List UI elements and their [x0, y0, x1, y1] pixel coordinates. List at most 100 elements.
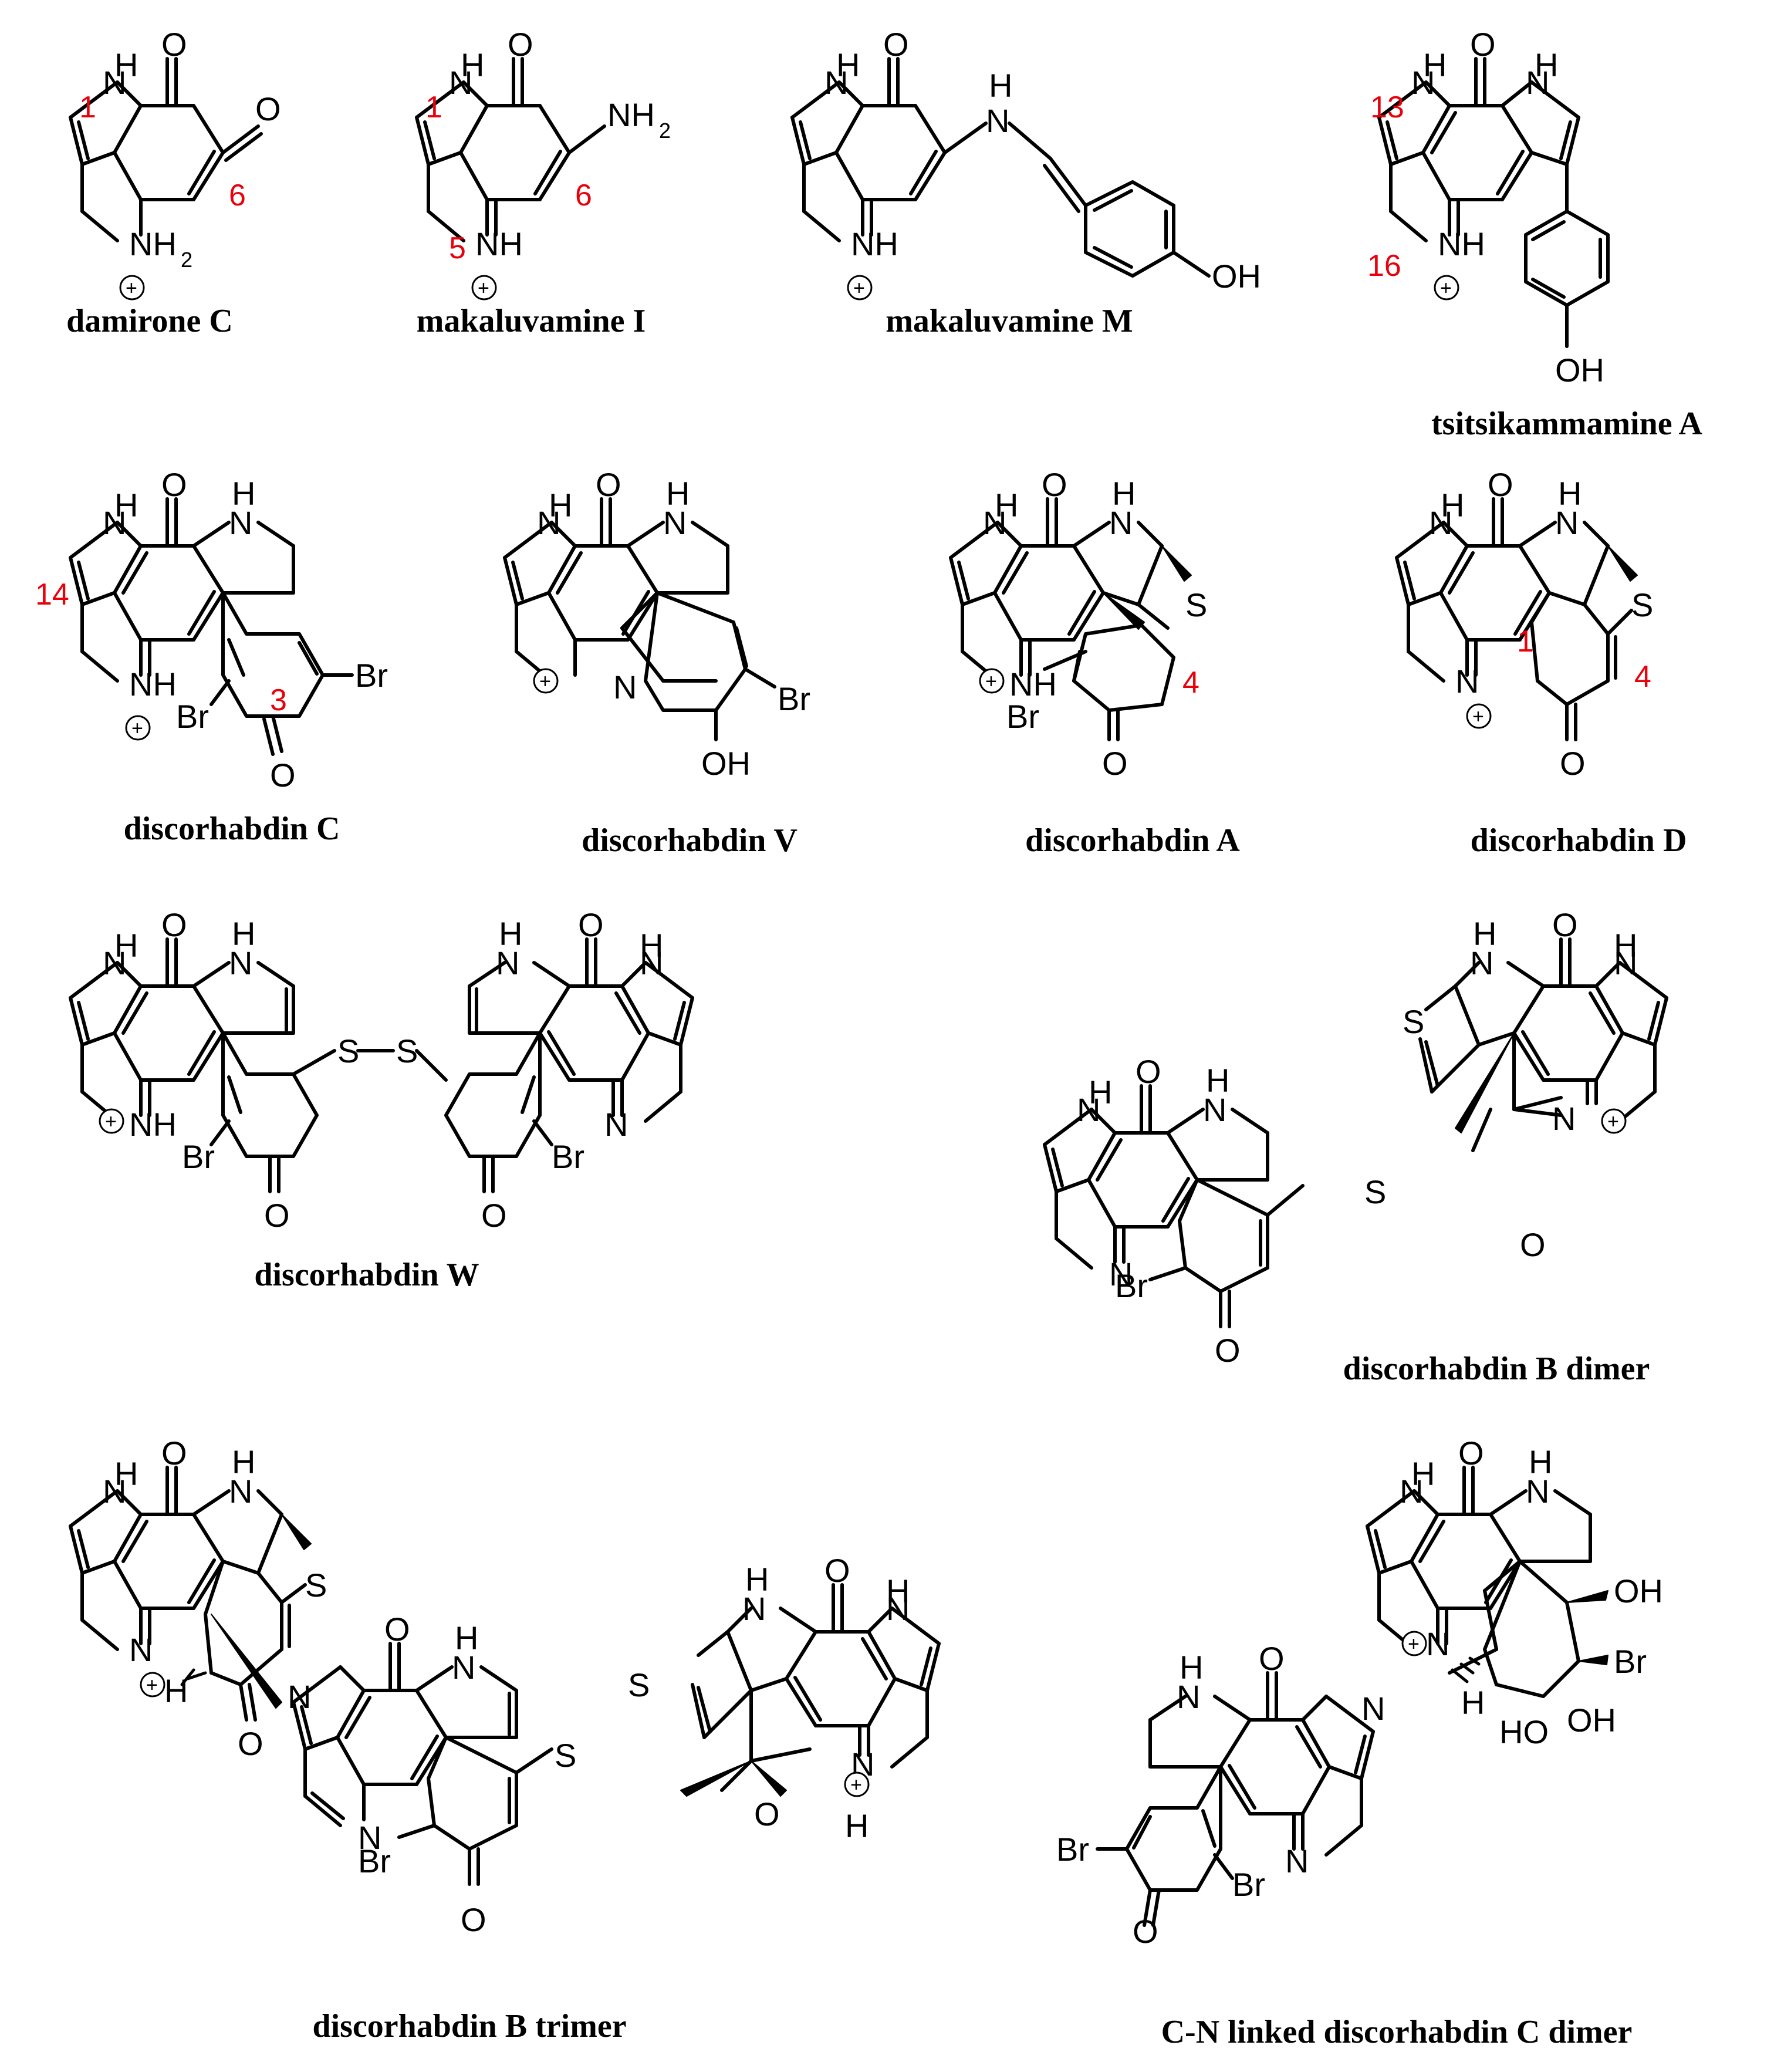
atom-n: N: [229, 944, 252, 981]
atom-n: N: [229, 504, 252, 541]
charge-plus: +: [539, 670, 551, 693]
compound-name: damirone C: [66, 303, 233, 339]
locant-number: 13: [1370, 90, 1404, 124]
structure-c-n-linked-discorhabdin-c-dimer: O H N H N OH Br HO OH N + H O H N N N Br…: [1056, 1435, 1663, 1950]
atom-nh: H: [1112, 475, 1136, 512]
atom-n: N: [1526, 1473, 1549, 1510]
compound-name: discorhabdin B trimer: [312, 2008, 627, 2044]
structure-discorhabdin-b-dimer: O H N H N S N + O S O H N H N N Br O: [1043, 906, 1668, 1369]
atom-n: N: [886, 1590, 910, 1627]
atom-o: O: [754, 1796, 780, 1833]
compound-name: discorhabdin V: [582, 822, 797, 859]
atom-nh: H: [1558, 475, 1582, 512]
charge-plus: +: [131, 717, 143, 740]
atom-o: O: [1133, 1913, 1158, 1950]
compound-name: discorhabdin D: [1470, 822, 1687, 859]
charge-plus: +: [850, 1774, 862, 1796]
locant-number: 6: [229, 178, 246, 212]
atom-oh: OH: [701, 745, 751, 782]
atom-br: Br: [552, 1138, 584, 1175]
atom-n: N: [1526, 64, 1549, 101]
atom-n: N: [1429, 504, 1452, 541]
atom-o: O: [238, 1725, 263, 1762]
atom-nh: NH: [1009, 666, 1057, 703]
locant-number: 1: [1517, 625, 1534, 659]
atom-n: N: [449, 64, 472, 101]
atom-o: O: [161, 1435, 187, 1472]
atom-n: N: [986, 102, 1009, 139]
structure-tsitsikammamine-a: O H N H N NH + OH 13 16: [1367, 26, 1610, 389]
structure-discorhabdin-b-trimer: O H N H N S N + H O O N H N N Br O S O H…: [69, 1435, 941, 1938]
atom-br: Br: [1056, 1831, 1089, 1868]
atom-n: N: [537, 504, 560, 541]
atom-o: O: [824, 1552, 850, 1589]
locant-number: 1: [425, 90, 442, 124]
atom-n: N: [604, 1106, 628, 1143]
atom-n: N: [103, 504, 126, 541]
atom-s: S: [1185, 586, 1207, 623]
atom-nh: H: [1423, 46, 1447, 83]
atom-nh: H: [549, 487, 572, 524]
atom-o: O: [883, 26, 909, 63]
atom-br: Br: [358, 1842, 391, 1879]
atom-br: Br: [355, 657, 388, 694]
atom-nh: H: [1089, 1074, 1112, 1111]
atom-h: H: [164, 1672, 188, 1709]
atom-n: N: [1203, 1091, 1226, 1128]
atom-n: N: [496, 944, 519, 981]
atom-n: N: [983, 504, 1006, 541]
atom-n: N: [1411, 64, 1435, 101]
atom-n: N: [358, 1819, 381, 1856]
atom-o: O: [255, 90, 281, 127]
atom-nh: H: [232, 915, 255, 952]
atom-s: S: [1403, 1003, 1424, 1040]
charge-plus: +: [126, 277, 137, 299]
atom-n: N: [1470, 944, 1493, 981]
compound-name: makaluvamine I: [416, 303, 646, 339]
structure-discorhabdin-v: O H N H N N + Br OH: [503, 466, 810, 782]
atom-n: N: [1455, 663, 1479, 700]
atom-o: O: [384, 1611, 410, 1648]
structure-makaluvamine-i: O NH 2 H N NH + 1 5 6: [415, 26, 671, 301]
atom-n: N: [613, 669, 637, 706]
compound-name: tsitsikammamine A: [1431, 406, 1702, 442]
atom-n: N: [103, 944, 126, 981]
atom-n: N: [1614, 944, 1637, 981]
atom-o: O: [481, 1197, 507, 1234]
structure-discorhabdin-c: O H N H N NH + Br Br O 14 3: [35, 466, 388, 794]
atom-ho: HO: [1499, 1713, 1549, 1750]
structure-makaluvamine-m: O H N OH H N NH +: [790, 26, 1261, 301]
locant-number: 1: [79, 90, 96, 124]
atom-nh: H: [461, 46, 484, 83]
atom-br: Br: [1115, 1267, 1148, 1304]
atom-n: N: [640, 944, 663, 981]
atom-oh: OH: [1614, 1572, 1663, 1609]
atom-nh: H: [745, 1561, 769, 1598]
atom-n: N: [1552, 1100, 1576, 1137]
atom-nh: H: [499, 915, 522, 952]
atom-s: S: [337, 1032, 359, 1069]
charge-plus: +: [853, 277, 865, 299]
atom-n: N: [1177, 1678, 1200, 1715]
atom-h: H: [845, 1807, 869, 1844]
atom-nh: H: [1614, 927, 1637, 964]
atom-n: N: [452, 1649, 475, 1686]
atom-nh: NH: [851, 225, 898, 262]
atom-oh: OH: [1555, 352, 1604, 389]
structure-discorhabdin-a: O H N H N S NH + Br O 4: [949, 466, 1207, 782]
atom-br: Br: [1006, 698, 1039, 735]
structure-damirone-c: O O H N NH 2 + 1 6: [69, 26, 281, 301]
charge-plus: +: [1607, 1111, 1619, 1133]
atom-o: O: [1042, 466, 1067, 503]
atom-nh: NH: [129, 666, 177, 703]
atom-s: S: [1364, 1173, 1386, 1210]
atom-n: N: [1077, 1091, 1100, 1128]
atom-nh2: NH: [607, 96, 655, 133]
atom-oh: OH: [1567, 1702, 1616, 1739]
atom-o: O: [578, 906, 604, 943]
atom-nh: H: [886, 1572, 910, 1609]
atom-s: S: [305, 1567, 327, 1604]
atom-nh: H: [666, 475, 690, 512]
atom-nh: H: [989, 67, 1012, 104]
compound-name: discorhabdin C: [123, 811, 340, 847]
